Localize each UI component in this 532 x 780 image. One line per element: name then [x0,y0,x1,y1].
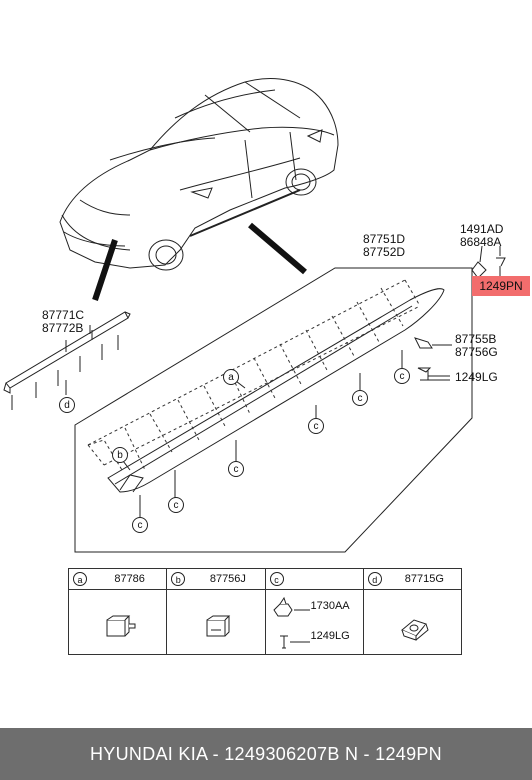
part-label-86848A: 86848A [460,235,502,249]
parts-diagram [3,78,506,553]
part-label-87771C: 87771C [42,308,85,322]
callout-c: c [228,461,244,477]
legend-callout-b: b [171,572,186,586]
part-label-1491AD: 1491AD [460,222,504,236]
legend-part-b: 87756J [209,573,246,585]
callout-a: a [223,369,239,385]
legend-callout-c: c [269,572,284,586]
legend-part-c-2: 1249LG [310,630,350,642]
highlighted-part-label-1249PN: 1249PN [472,276,530,296]
callout-d: d [59,397,75,413]
part-label-87751D: 87751D [363,232,406,246]
car-illustration [59,78,339,271]
callout-c: c [394,368,410,384]
callout-c: c [352,390,368,406]
part-label-1249LG: 1249LG [455,370,498,384]
panel-outline [74,267,473,553]
part-label-87752D: 87752D [363,245,406,259]
footer-part-numbers: HYUNDAI KIA - 1249306207B N - 1249PN [0,728,532,780]
legend-callout-d: d [367,572,382,586]
legend-part-a: 87786 [114,573,145,585]
legend-part-c-1: 1730AA [310,600,350,612]
legend-part-a-image [69,590,166,654]
legend-part-c-cell: 1730AA 1249LG [266,590,363,654]
legend-part-d: 87715G [404,573,444,585]
part-label-87772B: 87772B [42,321,84,335]
legend-callout-a: a [73,572,87,586]
part-label-87756G: 87756G [455,345,498,359]
part-label-87755B: 87755B [455,332,497,346]
callout-c: c [308,418,324,434]
legend-part-b-image [167,590,264,654]
parts-legend-table: a 87786 b 87756J c d 87715G 1730AA 1249LG [67,568,463,655]
callout-c: c [132,517,148,533]
callout-c: c [168,497,184,513]
callout-b: b [112,447,128,463]
legend-part-d-image [364,590,461,654]
